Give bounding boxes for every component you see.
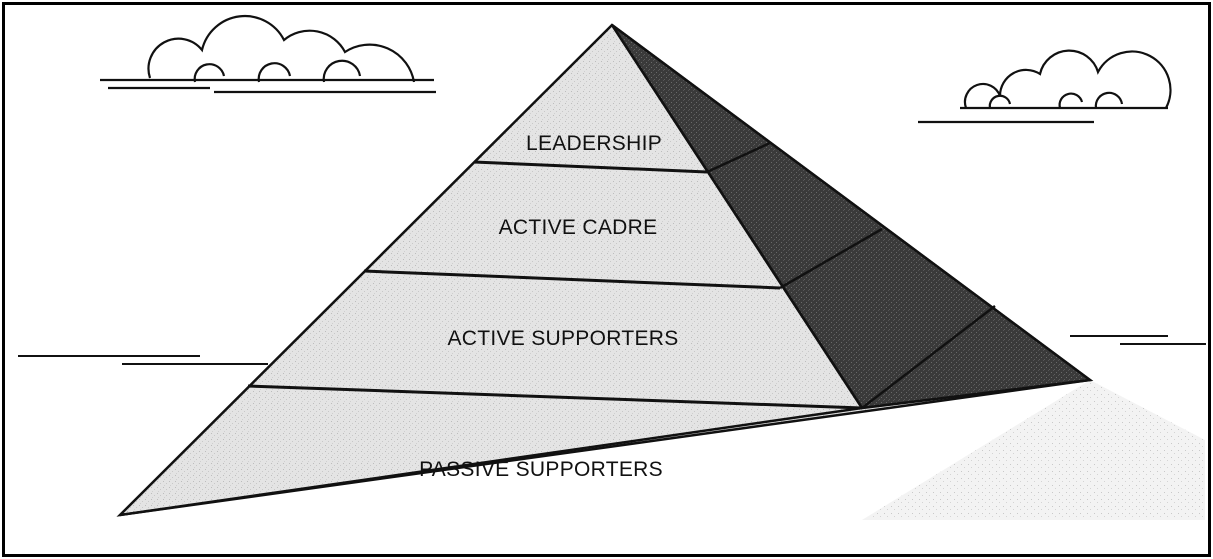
layer-dividers xyxy=(247,160,863,410)
pyramid-base-edge xyxy=(119,406,863,517)
right-cloud-icon xyxy=(918,49,1172,124)
left-cloud-icon xyxy=(100,14,436,94)
layer-label-active-cadre: ACTIVE CADRE xyxy=(499,216,658,239)
ground-shadow xyxy=(862,380,1205,520)
layer-label-passive-supporters: PASSIVE SUPPORTERS xyxy=(419,458,663,481)
divider-active-supporters xyxy=(247,384,863,410)
divider-active-cadre xyxy=(363,269,781,290)
layer-label-leadership: LEADERSHIP xyxy=(526,132,662,155)
layer-label-active-supporters: ACTIVE SUPPORTERS xyxy=(447,327,678,350)
horizon-lines xyxy=(18,335,1206,365)
divider-leadership xyxy=(473,160,708,174)
pyramid-ridge xyxy=(610,24,864,409)
side-dividers xyxy=(706,141,996,409)
